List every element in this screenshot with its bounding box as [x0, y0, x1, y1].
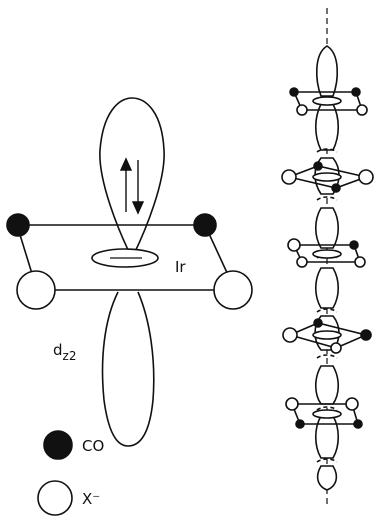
orbital-label-main: d	[53, 341, 63, 359]
legend-x-swatch	[37, 480, 73, 516]
legend-x-label: X⁻	[82, 490, 100, 508]
single-complex	[6, 97, 253, 447]
chain-unit-3	[287, 238, 366, 268]
orbital-label-sub: z2	[63, 349, 77, 363]
stacked-chain	[281, 8, 374, 508]
co-ligand-right	[193, 213, 217, 237]
legend-co-label: CO	[82, 437, 104, 455]
x-ligand-left	[16, 270, 56, 310]
legend-co-swatch	[43, 430, 73, 460]
orbital-label: dz2	[53, 341, 76, 363]
spin-pair-arrows	[119, 157, 145, 215]
chain-unit-5	[285, 397, 363, 429]
chain-unit-2	[281, 161, 374, 193]
legend	[37, 430, 73, 516]
metal-label: Ir	[175, 258, 186, 276]
chain-unit-4	[282, 318, 372, 354]
dz2-upper-lobe	[99, 97, 165, 260]
dz2-lower-lobe	[101, 291, 155, 447]
chain-unit-1	[289, 87, 368, 116]
chain-lobes	[314, 45, 340, 491]
x-ligand-right	[213, 270, 253, 310]
co-ligand-left	[6, 213, 30, 237]
